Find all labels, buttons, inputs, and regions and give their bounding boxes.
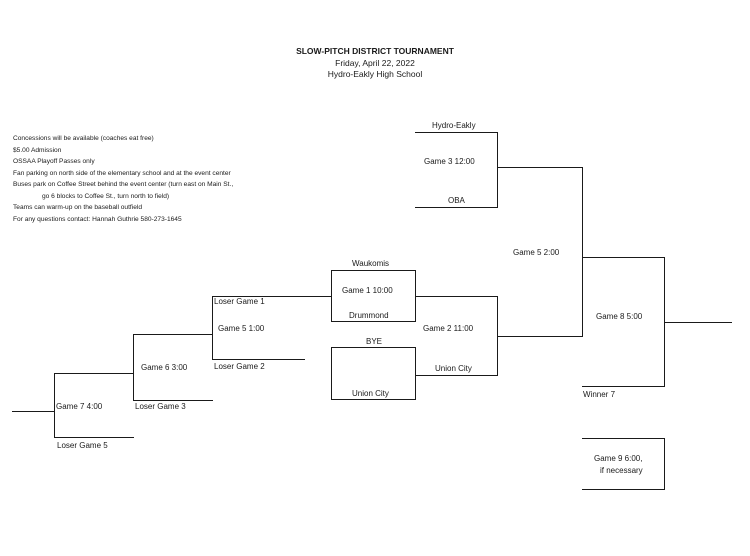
team-hydro-eakly: Hydro-Eakly (432, 121, 476, 130)
game2-label: Game 2 11:00 (423, 324, 474, 333)
note-fan-parking: Fan parking on north side of the element… (13, 169, 231, 177)
lg5-line (54, 437, 134, 438)
game7-label: Game 7 4:00 (56, 402, 103, 411)
loser-game-5: Loser Game 5 (57, 441, 108, 450)
g1-bottom-line (331, 321, 416, 322)
team-bye: BYE (366, 337, 383, 346)
g3-out-line (497, 167, 582, 168)
g7-out-line (12, 411, 55, 412)
g6-out-line (54, 373, 134, 374)
game5-consolation-label: Game 5 1:00 (218, 324, 265, 333)
note-warmup: Teams can warm-up on the baseball outfie… (13, 204, 143, 211)
game1-label: Game 1 10:00 (342, 286, 393, 295)
event-location: Hydro-Eakly High School (327, 69, 423, 79)
bye-left-line (331, 347, 332, 400)
event-date: Friday, April 22, 2022 (335, 58, 415, 68)
g3-right-line (497, 132, 498, 208)
note-admission: $5.00 Admission (13, 146, 62, 154)
g1-top-line (331, 270, 415, 271)
bye-top-line (331, 347, 415, 348)
bye-bottom-line (331, 399, 416, 400)
lg3-line (133, 400, 213, 401)
note-contact: For any questions contact: Hannah Guthri… (13, 215, 182, 223)
tournament-notes: Concessions will be available (coaches e… (13, 133, 233, 225)
g8-out-line (664, 322, 732, 323)
team-drummond: Drummond (349, 311, 389, 320)
team-oba: OBA (448, 196, 465, 205)
page-title: SLOW-PITCH DISTRICT TOURNAMENT (296, 46, 454, 56)
game6-label: Game 6 3:00 (141, 363, 188, 372)
g3-bottom-line (415, 207, 498, 208)
g5a-out-line (582, 257, 664, 258)
game3-label: Game 3 12:00 (424, 157, 475, 166)
g9-right-line (664, 438, 665, 490)
bye-right-line (415, 347, 416, 400)
g1-out-line (415, 296, 498, 297)
winner-7: Winner 7 (583, 390, 616, 399)
note-concessions: Concessions will be available (coaches e… (13, 135, 154, 142)
game9-note: if necessary (600, 466, 643, 475)
g1-left-line (331, 270, 332, 322)
lg1-line (212, 296, 331, 297)
lg2-line (212, 359, 305, 360)
g2-bottom-line (415, 375, 498, 376)
game8-label: Game 8 5:00 (596, 312, 643, 321)
team-union-city-bye: Union City (352, 389, 389, 398)
game9-label: Game 9 6:00, (594, 454, 643, 463)
g3-top-line (415, 132, 497, 133)
g9-top-line (582, 438, 664, 439)
team-waukomis: Waukomis (352, 259, 390, 268)
game5-final-label: Game 5 2:00 (513, 248, 560, 257)
g9-bottom-line (582, 489, 665, 490)
g5a-right-line (582, 167, 583, 336)
g5b-left-line (212, 296, 213, 360)
g5b-out-line (133, 334, 213, 335)
g6-left-line (133, 334, 134, 401)
g8-bottom-line (582, 386, 665, 387)
team-union-city-g2: Union City (435, 364, 472, 373)
loser-game-3: Loser Game 3 (135, 402, 186, 411)
g7-left-line (54, 373, 55, 438)
note-bus-parking: Buses park on Coffee Street behind the e… (13, 181, 234, 188)
note-bus-directions: go 6 blocks to Coffee St., turn north to… (42, 192, 170, 200)
g2-out-line (497, 336, 583, 337)
note-passes: OSSAA Playoff Passes only (13, 158, 95, 165)
loser-game-2: Loser Game 2 (214, 362, 265, 371)
loser-game-1: Loser Game 1 (214, 297, 265, 306)
